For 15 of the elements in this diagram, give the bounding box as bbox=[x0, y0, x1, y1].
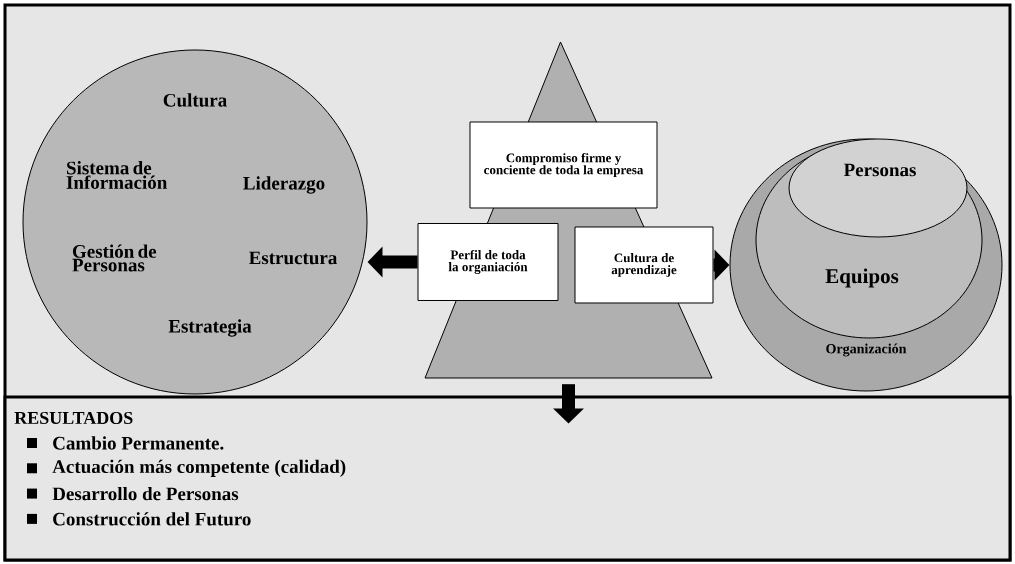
label-text: Sistema de Información bbox=[66, 161, 168, 189]
label-text: Organización bbox=[826, 343, 907, 357]
label-text: Equipos bbox=[825, 268, 899, 288]
label-text: Liderazgo bbox=[243, 176, 325, 194]
bullet-item: Desarrollo de Personas bbox=[27, 486, 239, 501]
results-panel bbox=[3, 395, 1012, 562]
label-text: Gestión de Personas bbox=[72, 244, 157, 272]
label-text: Estrategia bbox=[168, 319, 252, 337]
bullet-item: Actuación más competente (calidad) bbox=[27, 459, 346, 477]
heading: RESULTADOS bbox=[14, 411, 133, 425]
bullet-item: Cambio Permanente. bbox=[27, 436, 224, 450]
label-text: Estructura bbox=[249, 251, 338, 265]
bullet-item: Construcción del Futuro bbox=[27, 512, 251, 526]
label-text: Personas bbox=[843, 163, 916, 177]
label-text: Cultura bbox=[163, 93, 227, 107]
